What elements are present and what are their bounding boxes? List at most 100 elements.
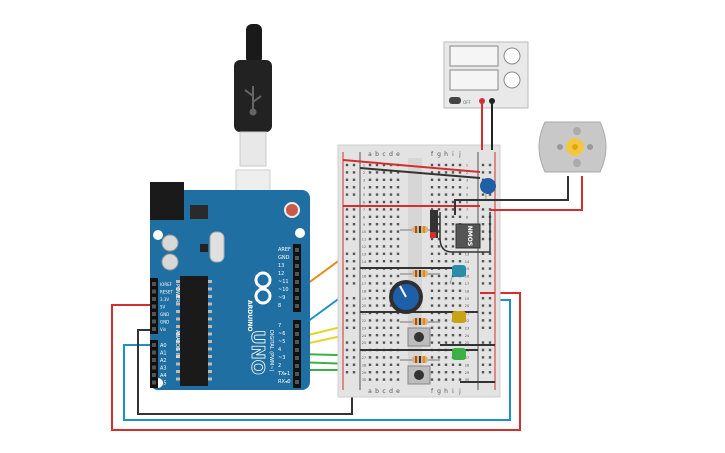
rail-hole[interactable] — [481, 163, 485, 167]
breadboard-hole[interactable] — [444, 304, 448, 307]
breadboard-hole[interactable] — [382, 371, 386, 374]
breadboard-hole[interactable] — [389, 371, 393, 374]
breadboard-hole[interactable] — [368, 326, 372, 329]
breadboard-hole[interactable] — [458, 378, 462, 381]
breadboard-hole[interactable] — [396, 245, 400, 248]
breadboard-hole[interactable] — [368, 200, 372, 204]
breadboard-hole[interactable] — [382, 163, 386, 167]
breadboard-hole[interactable] — [430, 193, 434, 196]
breadboard-hole[interactable] — [430, 341, 434, 344]
rail-hole[interactable] — [345, 178, 349, 181]
breadboard-hole[interactable] — [375, 223, 379, 226]
breadboard-hole[interactable] — [375, 363, 379, 366]
breadboard-hole[interactable] — [368, 319, 372, 322]
breadboard-hole[interactable] — [451, 200, 455, 204]
breadboard-hole[interactable] — [368, 260, 372, 263]
breadboard-hole[interactable] — [430, 363, 434, 366]
voltage-knob[interactable] — [503, 47, 521, 65]
rail-hole[interactable] — [345, 237, 349, 241]
breadboard-hole[interactable] — [396, 356, 400, 359]
breadboard-hole[interactable] — [382, 334, 386, 337]
header-pin[interactable] — [295, 248, 299, 252]
breadboard-hole[interactable] — [437, 215, 441, 218]
breadboard-hole[interactable] — [368, 178, 372, 181]
rail-hole[interactable] — [345, 319, 349, 322]
rail-hole[interactable] — [345, 163, 349, 167]
breadboard-hole[interactable] — [382, 341, 386, 344]
breadboard-hole[interactable] — [389, 378, 393, 381]
header-pin[interactable] — [152, 312, 156, 316]
rail-hole[interactable] — [481, 237, 485, 241]
nmos-transistor[interactable]: NMOS — [430, 210, 491, 253]
breadboard-hole[interactable] — [368, 371, 372, 374]
breadboard-hole[interactable] — [368, 363, 372, 366]
breadboard-hole[interactable] — [396, 208, 400, 211]
breadboard-hole[interactable] — [368, 163, 372, 167]
rail-hole[interactable] — [481, 348, 485, 352]
breadboard-hole[interactable] — [458, 215, 462, 218]
rail-hole[interactable] — [345, 171, 349, 174]
rail-hole[interactable] — [481, 319, 485, 322]
power-supply-wires[interactable] — [481, 101, 493, 150]
header-pin[interactable] — [295, 380, 299, 384]
breadboard-hole[interactable] — [430, 304, 434, 307]
breadboard-hole[interactable] — [437, 178, 441, 181]
breadboard-hole[interactable] — [437, 341, 441, 344]
breadboard-hole[interactable] — [437, 245, 441, 248]
breadboard-hole[interactable] — [458, 334, 462, 337]
breadboard-hole[interactable] — [368, 289, 372, 292]
breadboard-hole[interactable] — [458, 326, 462, 329]
breadboard-hole[interactable] — [389, 178, 393, 181]
breadboard-hole[interactable] — [451, 230, 455, 233]
breadboard-hole[interactable] — [451, 371, 455, 374]
breadboard-hole[interactable] — [444, 371, 448, 374]
breadboard-hole[interactable] — [396, 237, 400, 241]
breadboard-hole[interactable] — [375, 326, 379, 329]
breadboard-hole[interactable] — [396, 274, 400, 278]
breadboard-hole[interactable] — [375, 378, 379, 381]
breadboard-hole[interactable] — [368, 252, 372, 255]
rail-hole[interactable] — [352, 193, 356, 196]
breadboard-hole[interactable] — [389, 223, 393, 226]
rail-hole[interactable] — [352, 356, 356, 359]
breadboard-hole[interactable] — [444, 186, 448, 189]
breadboard-hole[interactable] — [382, 193, 386, 196]
breadboard-hole[interactable] — [375, 186, 379, 189]
header-pin[interactable] — [295, 372, 299, 376]
breadboard-hole[interactable] — [382, 178, 386, 181]
breadboard-hole[interactable] — [396, 186, 400, 189]
breadboard-hole[interactable] — [437, 260, 441, 263]
breadboard-hole[interactable] — [437, 297, 441, 300]
breadboard-hole[interactable] — [430, 334, 434, 337]
breadboard-hole[interactable] — [437, 200, 441, 204]
rail-hole[interactable] — [345, 363, 349, 366]
breadboard-hole[interactable] — [451, 341, 455, 344]
rail-hole[interactable] — [352, 363, 356, 366]
bb-wire-black-1[interactable] — [359, 167, 481, 179]
breadboard-hole[interactable] — [389, 282, 393, 285]
header-pin[interactable] — [152, 319, 156, 324]
breadboard-hole[interactable] — [389, 245, 393, 248]
rail-hole[interactable] — [481, 171, 485, 174]
header-pin[interactable] — [295, 348, 299, 352]
breadboard-hole[interactable] — [437, 274, 441, 278]
header-pin[interactable] — [152, 282, 156, 286]
breadboard-hole[interactable] — [444, 356, 448, 359]
breadboard-hole[interactable] — [382, 208, 386, 211]
breadboard-hole[interactable] — [368, 245, 372, 248]
rail-hole[interactable] — [488, 282, 492, 285]
header-pin[interactable] — [152, 327, 156, 331]
rail-hole[interactable] — [345, 267, 349, 270]
led-blue[interactable] — [449, 265, 466, 285]
led-yellow[interactable] — [452, 311, 466, 323]
breadboard-hole[interactable] — [437, 334, 441, 337]
breadboard-hole[interactable] — [375, 237, 379, 241]
rail-hole[interactable] — [345, 274, 349, 278]
rail-hole[interactable] — [488, 341, 492, 344]
rail-hole[interactable] — [352, 267, 356, 270]
breadboard-hole[interactable] — [430, 319, 434, 322]
breadboard-hole[interactable] — [389, 356, 393, 359]
header-pin[interactable] — [152, 350, 156, 355]
breadboard-hole[interactable] — [430, 163, 434, 167]
